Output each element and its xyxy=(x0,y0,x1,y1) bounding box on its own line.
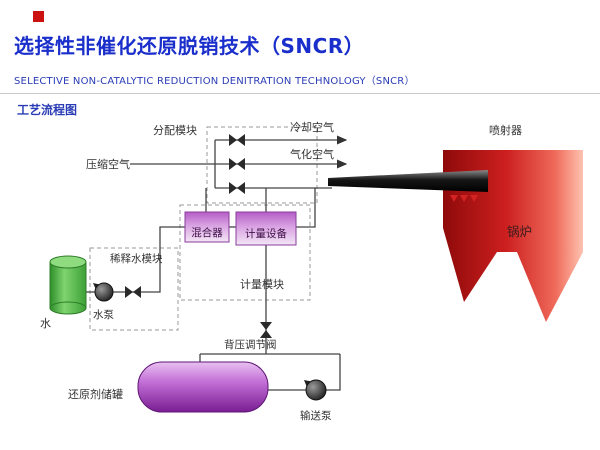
distribution-module-label: 分配模块 xyxy=(153,124,197,137)
water-label: 水 xyxy=(40,317,51,330)
page-subtitle: SELECTIVE NON-CATALYTIC REDUCTION DENITR… xyxy=(14,76,415,87)
valve-icon xyxy=(229,158,245,170)
metering-device-box xyxy=(235,211,297,246)
boiler-shape xyxy=(443,150,583,322)
transfer-pump-icon xyxy=(304,379,327,401)
logo-mark xyxy=(33,11,44,22)
storage-tank xyxy=(137,361,269,413)
compressed-air-label: 压缩空气 xyxy=(86,157,130,171)
water-tank xyxy=(49,255,87,315)
transfer-pump-label: 输送泵 xyxy=(300,409,332,422)
injector-lance xyxy=(328,170,488,192)
nozzle-icon xyxy=(470,195,478,202)
injector-label: 喷射器 xyxy=(489,123,522,137)
page-title: 选择性非催化还原脱销技术（SNCR） xyxy=(14,34,365,58)
boiler-label: 锅炉 xyxy=(507,224,532,239)
water-pump-icon xyxy=(93,282,114,302)
atomizing-air-label: 气化空气 xyxy=(290,147,334,161)
valve-icon xyxy=(229,182,245,194)
water-pump-label: 水泵 xyxy=(93,309,114,321)
metering-module-box xyxy=(179,204,311,301)
dilution-water-module-label: 稀释水模块 xyxy=(110,252,163,265)
metering-device-label: 计量设备 xyxy=(245,227,287,240)
mixer-box xyxy=(184,211,230,243)
metering-outlet-pipe xyxy=(296,188,316,228)
metering-module-label: 计量模块 xyxy=(240,278,284,291)
nozzle-icon xyxy=(460,195,468,202)
header-divider xyxy=(0,93,600,94)
back-pressure-valve-icon xyxy=(260,322,272,338)
transfer-discharge-pipe xyxy=(326,354,341,391)
valve-icon xyxy=(229,134,245,146)
section-label: 工艺流程图 xyxy=(17,103,78,117)
valve-icon xyxy=(125,286,141,298)
storage-tank-label: 还原剂储罐 xyxy=(68,387,123,401)
nozzle-icon xyxy=(450,195,458,202)
cooling-air-label: 冷却空气 xyxy=(290,120,334,134)
mixer-label: 混合器 xyxy=(191,226,223,239)
distribution-module-box xyxy=(206,126,318,204)
back-pressure-valve-label: 背压调节阀 xyxy=(224,338,277,351)
dilution-water-module-box xyxy=(89,247,179,331)
